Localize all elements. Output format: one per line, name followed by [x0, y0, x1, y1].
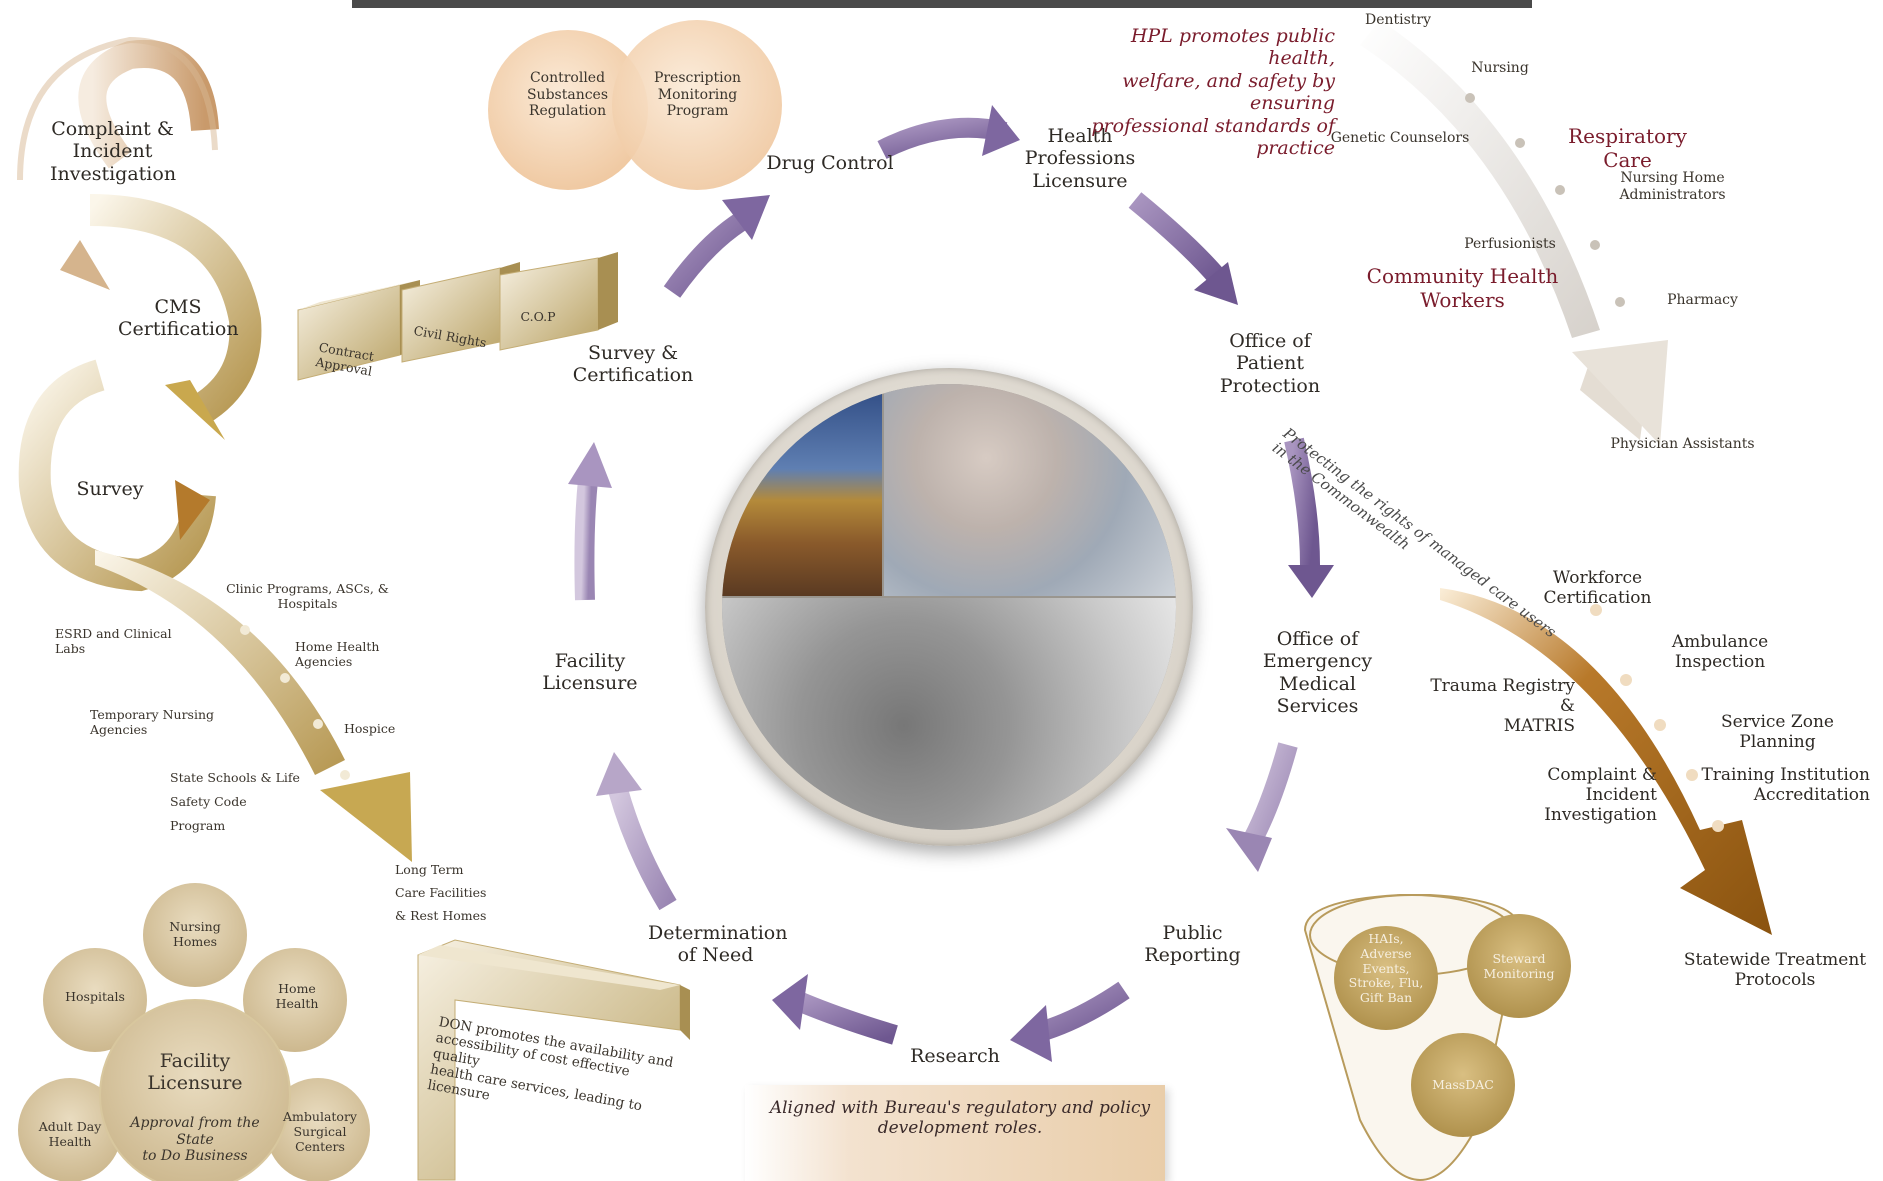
profession-dentistry: Dentistry: [1364, 12, 1432, 28]
profession-pharmacy: Pharmacy: [1667, 292, 1738, 308]
health-professions-label: Health Professions Licensure: [1024, 125, 1136, 192]
research-label: Research: [910, 1045, 1000, 1067]
public-reporting-funnel: [1303, 894, 1571, 1181]
left-cycle-cms-arrow: [89, 194, 262, 440]
patient-protection-label: Office of Patient Protection: [1219, 330, 1321, 397]
survey-certification-label: Survey & Certification: [572, 342, 694, 387]
ems-label: Office of Emergency Medical Services: [1262, 628, 1373, 718]
controlled-substances-bubble: [488, 30, 648, 190]
ems-training-accreditation: Training Institution Accreditation: [1701, 765, 1870, 806]
research-banner-bg: [745, 1085, 1165, 1181]
ems-service-zone-planning: Service Zone Planning: [1721, 712, 1834, 753]
profession-nursing: Nursing: [1471, 60, 1529, 76]
state-house-photo: [722, 384, 882, 596]
family-photo: [722, 598, 1176, 830]
pmp-bubble: [612, 20, 782, 190]
facility-type-home-health: Home Health Agencies: [295, 639, 380, 669]
facility-type-clinic: Clinic Programs, ASCs, & Hospitals: [226, 581, 389, 611]
public-reporting-label: Public Reporting: [1144, 922, 1241, 967]
facility-type-hospice: Hospice: [344, 721, 396, 736]
facility-types-arrow: [95, 550, 412, 862]
don-label: Determination of Need: [648, 922, 788, 967]
cluster-nursing-homes: Nursing Homes: [169, 919, 221, 949]
cycle-arrow-opp-to-ems: [1284, 437, 1334, 598]
top-rule: [352, 0, 1532, 8]
cycle-arrow-drug-to-hpl: [877, 105, 1020, 159]
cluster-facility-licensure-sub: Approval from the State to Do Business: [130, 1115, 260, 1165]
cluster-ambulatory-surgical: Ambulatory Surgical Centers: [283, 1109, 357, 1154]
profession-respiratory-care: Respiratory Care: [1568, 124, 1687, 172]
hpl-tagline: HPL promotes public health, welfare, and…: [1091, 25, 1335, 160]
profession-perfusionists: Perfusionists: [1464, 236, 1556, 252]
hpl-professions-arrow: [1360, 20, 1668, 445]
survey-step-cop: C.O.P: [520, 309, 556, 324]
ems-workforce-certification: Workforce Certification: [1543, 568, 1652, 609]
profession-nursing-home-admin: Nursing Home Administrators: [1619, 170, 1726, 203]
facility-type-state-schools: State Schools & Life Safety Code Program: [170, 770, 300, 833]
cycle-arrow-ems-to-reporting: [1226, 742, 1298, 872]
cycle-arrow-hpl-to-opp: [1128, 192, 1238, 305]
center-photo-collage: [722, 384, 1176, 830]
funnel-massdac-label: MassDAC: [1432, 1077, 1494, 1092]
drug-control-label: Drug Control: [766, 152, 894, 174]
ems-ambulance-inspection: Ambulance Inspection: [1671, 632, 1769, 673]
cluster-hospitals: Hospitals: [65, 989, 125, 1004]
ems-complaint-investigation: Complaint & Incident Investigation: [1544, 765, 1657, 826]
cycle-arrow-don-to-facility: [596, 752, 677, 911]
cycle-arrow-research-to-don: [772, 974, 898, 1045]
cycle-arrow-facility-to-survey: [568, 442, 612, 601]
profession-physician-assistants: Physician Assistants: [1610, 436, 1755, 452]
ems-statewide-protocols: Statewide Treatment Protocols: [1683, 950, 1867, 991]
survey-steps-blocks: [297, 252, 618, 381]
left-cycle-complaint-arrow: [17, 36, 219, 290]
cluster-adult-day-health: Adult Day Health: [38, 1119, 102, 1149]
funnel-hai-label: HAIs, Adverse Events, Stroke, Flu, Gift …: [1348, 931, 1424, 1005]
research-banner-text: Aligned with Bureau's regulatory and pol…: [769, 1098, 1151, 1139]
funnel-steward-label: Steward Monitoring: [1483, 951, 1555, 981]
controlled-substances-label: Controlled Substances Regulation: [526, 70, 609, 120]
profession-community-health-workers: Community Health Workers: [1366, 264, 1559, 312]
facility-type-esrd: ESRD and Clinical Labs: [55, 626, 172, 656]
left-cycle-complaint: Complaint & Incident Investigation: [50, 118, 177, 185]
left-cycle-cms-certification: CMS Certification: [118, 296, 239, 341]
facility-type-long-term-care: Long Term Care Facilities & Rest Homes: [395, 862, 487, 924]
pmp-label: Prescription Monitoring Program: [653, 70, 742, 120]
cycle-arrow-survey-to-drug: [663, 195, 770, 298]
cycle-arrow-reporting-to-research: [1010, 981, 1130, 1062]
ems-trauma-registry: Trauma Registry & MATRIS: [1430, 676, 1575, 737]
facility-type-temp-nursing: Temporary Nursing Agencies: [90, 707, 215, 737]
cluster-facility-licensure-title: Facility Licensure: [147, 1050, 243, 1095]
facility-cluster: [18, 883, 370, 1181]
left-cycle-survey-arrow: [18, 359, 216, 592]
ems-services-arrow: [1440, 588, 1772, 935]
patient-care-photo: [884, 384, 1176, 596]
don-block: [417, 939, 690, 1181]
cluster-home-health: Home Health: [275, 981, 319, 1011]
profession-genetic-counselors: Genetic Counselors: [1330, 130, 1470, 146]
left-cycle-survey: Survey: [76, 478, 144, 500]
facility-licensure-label: Facility Licensure: [542, 650, 638, 695]
